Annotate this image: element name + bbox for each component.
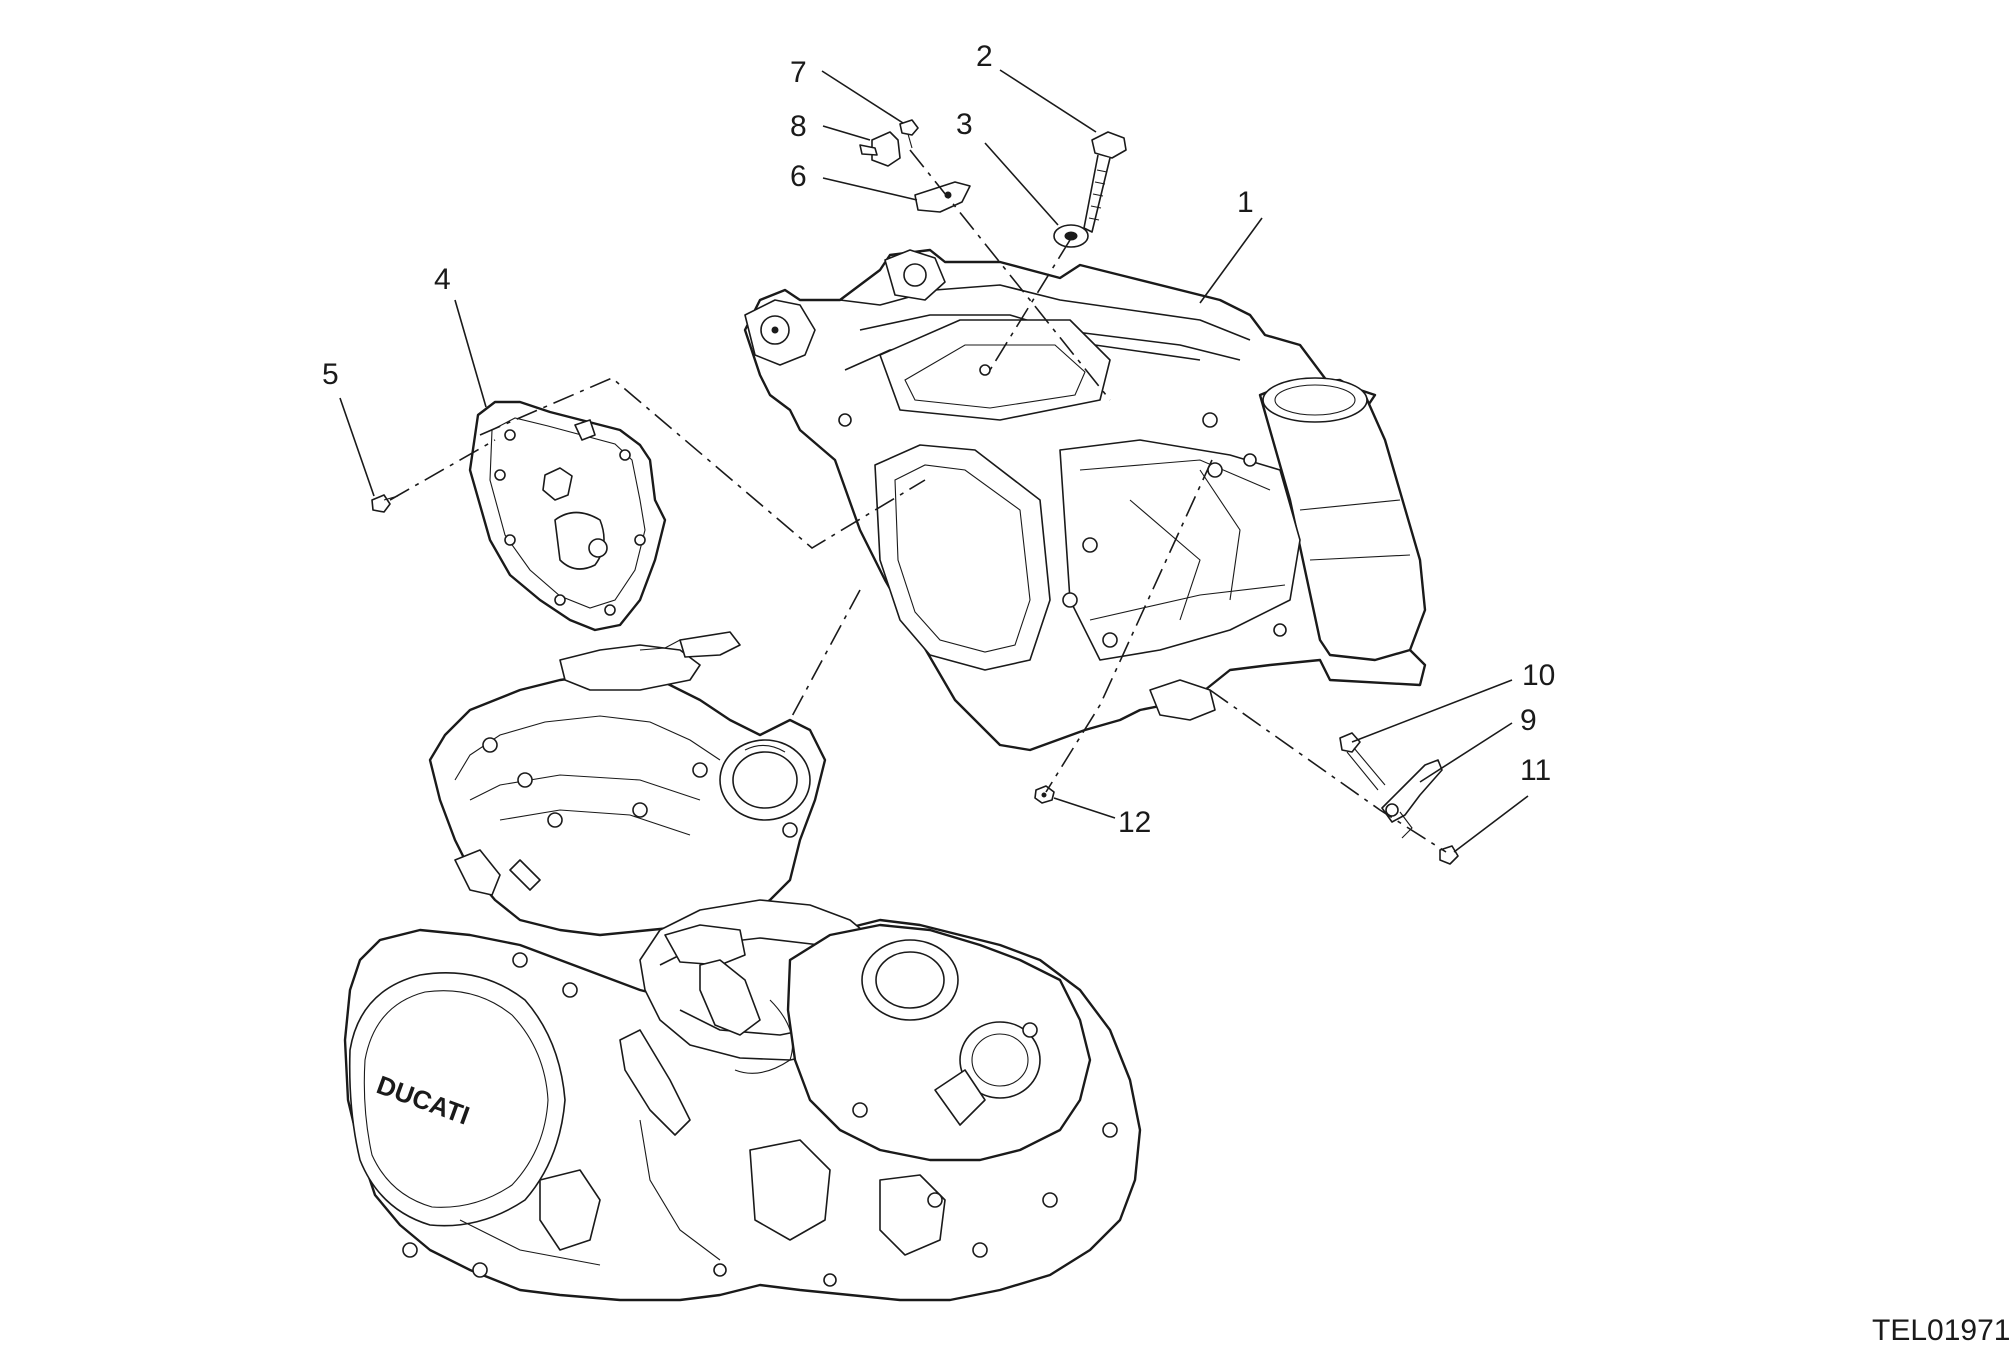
- bracket-part: [914, 181, 971, 213]
- callout-4: 4: [434, 263, 451, 296]
- cover-screw-part: [371, 494, 399, 513]
- nut-part: [1034, 785, 1055, 804]
- sensor-screw-part: [899, 119, 919, 149]
- callout-2: 2: [976, 40, 993, 73]
- callout-labels: 1 2 3 4 5 6 7 8 9 10 11 12: [322, 40, 1555, 839]
- callout-leaders: [339, 69, 1529, 853]
- callout-6: 6: [790, 160, 807, 193]
- callout-11: 11: [1520, 754, 1551, 787]
- callout-7: 7: [790, 56, 807, 89]
- plate-bolt-part: [1339, 732, 1386, 791]
- drawing-code: TEL01971: [1872, 1314, 2010, 1347]
- engine-assembly: DUCATI: [343, 631, 1142, 1302]
- head-cover-part: [468, 400, 667, 632]
- alignment-lines: [389, 149, 1447, 853]
- frame-part: [743, 248, 1427, 752]
- plate-part: [1381, 759, 1443, 839]
- sensor-part: [859, 131, 901, 167]
- frame-bolt-part: [1083, 131, 1127, 233]
- plate-screw-part: [1439, 845, 1459, 865]
- callout-3: 3: [956, 108, 973, 141]
- callout-8: 8: [790, 110, 807, 143]
- callout-9: 9: [1520, 704, 1537, 737]
- callout-12: 12: [1118, 806, 1151, 839]
- callout-5: 5: [322, 358, 339, 391]
- washer-part: [1053, 224, 1089, 248]
- callout-1: 1: [1237, 186, 1254, 219]
- callout-10: 10: [1522, 659, 1555, 692]
